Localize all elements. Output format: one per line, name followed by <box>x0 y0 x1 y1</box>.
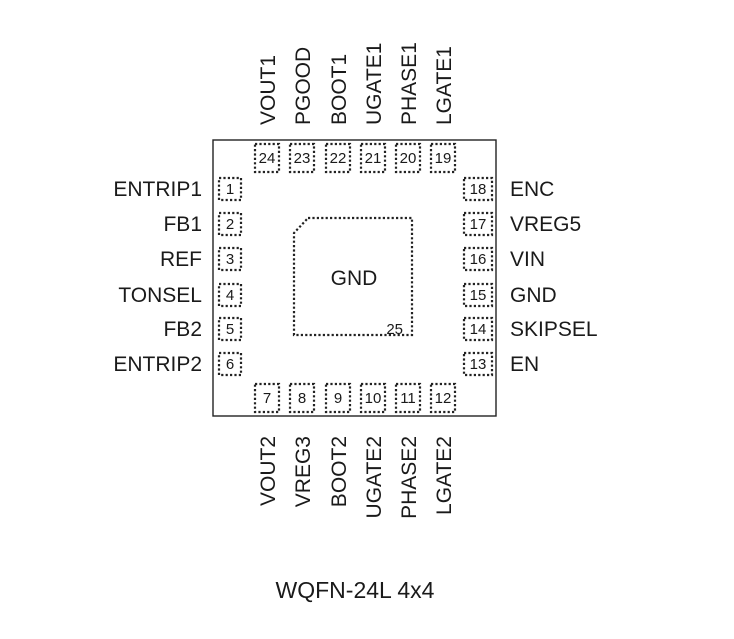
pin-pad-21 <box>359 142 387 174</box>
pin-pad-17 <box>462 211 494 237</box>
pin-label-ugate1: UGATE1 <box>363 43 386 125</box>
pin-label-ugate2: UGATE2 <box>363 436 386 518</box>
pin-label-fb1: FB1 <box>163 213 202 236</box>
pin-label-vin: VIN <box>510 248 545 271</box>
pin-pad-22 <box>324 142 352 174</box>
pin-label-entrip2: ENTRIP2 <box>113 353 202 376</box>
pin-number-20: 20 <box>400 150 417 167</box>
pin-number-24: 24 <box>259 150 276 167</box>
pin-pad-15 <box>462 282 494 308</box>
pin-label-vout1: VOUT1 <box>257 55 280 125</box>
pin-label-en: EN <box>510 353 539 376</box>
pin-number-19: 19 <box>435 150 452 167</box>
pin-pad-24 <box>253 142 281 174</box>
pin-number-10: 10 <box>365 390 382 407</box>
pin-number-13: 13 <box>470 356 487 373</box>
pin-pad-7 <box>253 382 281 414</box>
pin-label-fb2: FB2 <box>163 318 202 341</box>
pin-pad-4 <box>217 282 243 308</box>
pin-label-skipsel: SKIPSEL <box>510 318 598 341</box>
pin-number-16: 16 <box>470 251 487 268</box>
pin-pad-9 <box>324 382 352 414</box>
pin-pad-13 <box>462 351 494 377</box>
pin-label-vreg3: VREG3 <box>292 436 315 507</box>
pin-number-5: 5 <box>226 321 234 338</box>
pin-label-vreg5: VREG5 <box>510 213 581 236</box>
pin-label-tonsel: TONSEL <box>118 284 202 307</box>
pin-label-entrip1: ENTRIP1 <box>113 178 202 201</box>
pin-label-boot1: BOOT1 <box>328 54 351 125</box>
pin-label-ref: REF <box>160 248 202 271</box>
pin-pad-12 <box>429 382 457 414</box>
pin-label-lgate1: LGATE1 <box>433 46 456 125</box>
pin-pad-23 <box>288 142 316 174</box>
pin-pad-10 <box>359 382 387 414</box>
pin-pad-11 <box>394 382 422 414</box>
pin-label-vout2: VOUT2 <box>257 436 280 506</box>
pin-pad-8 <box>288 382 316 414</box>
pin-label-gnd: GND <box>510 284 557 307</box>
pin-number-23: 23 <box>294 150 311 167</box>
pin-number-3: 3 <box>226 251 234 268</box>
center-pad-label: GND <box>331 267 378 290</box>
pin-pad-16 <box>462 246 494 272</box>
pin-label-lgate2: LGATE2 <box>433 436 456 515</box>
pin-label-boot2: BOOT2 <box>328 436 351 507</box>
pin-number-2: 2 <box>226 216 234 233</box>
pin-pad-6 <box>217 351 243 377</box>
pin-number-4: 4 <box>226 287 234 304</box>
pin-number-18: 18 <box>470 181 487 198</box>
pin-number-1: 1 <box>226 181 234 198</box>
pin-number-11: 11 <box>400 390 416 407</box>
pin-number-12: 12 <box>435 390 452 407</box>
pin-pad-2 <box>217 211 243 237</box>
pin-number-14: 14 <box>470 321 487 338</box>
pin-number-15: 15 <box>470 287 487 304</box>
pin-number-8: 8 <box>298 390 306 407</box>
pin-label-enc: ENC <box>510 178 554 201</box>
pin-pad-18 <box>462 176 494 202</box>
center-exposed-pad <box>292 216 414 337</box>
pin-number-21: 21 <box>365 150 382 167</box>
pin-number-22: 22 <box>330 150 347 167</box>
pin-label-phase1: PHASE1 <box>398 42 421 125</box>
pin-label-phase2: PHASE2 <box>398 436 421 519</box>
pin-number-9: 9 <box>334 390 342 407</box>
pin-pad-3 <box>217 246 243 272</box>
pin-pad-5 <box>217 316 243 342</box>
pin-pad-1 <box>217 176 243 202</box>
pin-number-7: 7 <box>263 390 271 407</box>
pin-number-6: 6 <box>226 356 234 373</box>
pin-number-17: 17 <box>470 216 487 233</box>
pins-layer: 1 ENTRIP1 2 FB1 3 REF 4 TONSEL 5 FB2 6 ENTRIP2 13 EN 1… <box>113 42 597 519</box>
pin-pad-14 <box>462 316 494 342</box>
center-pad-number: 25 <box>386 321 403 338</box>
pin-pad-19 <box>429 142 457 174</box>
pin-pad-20 <box>394 142 422 174</box>
package-caption: WQFN-24L 4x4 <box>276 577 435 603</box>
pin-label-pgood: PGOOD <box>292 47 315 125</box>
